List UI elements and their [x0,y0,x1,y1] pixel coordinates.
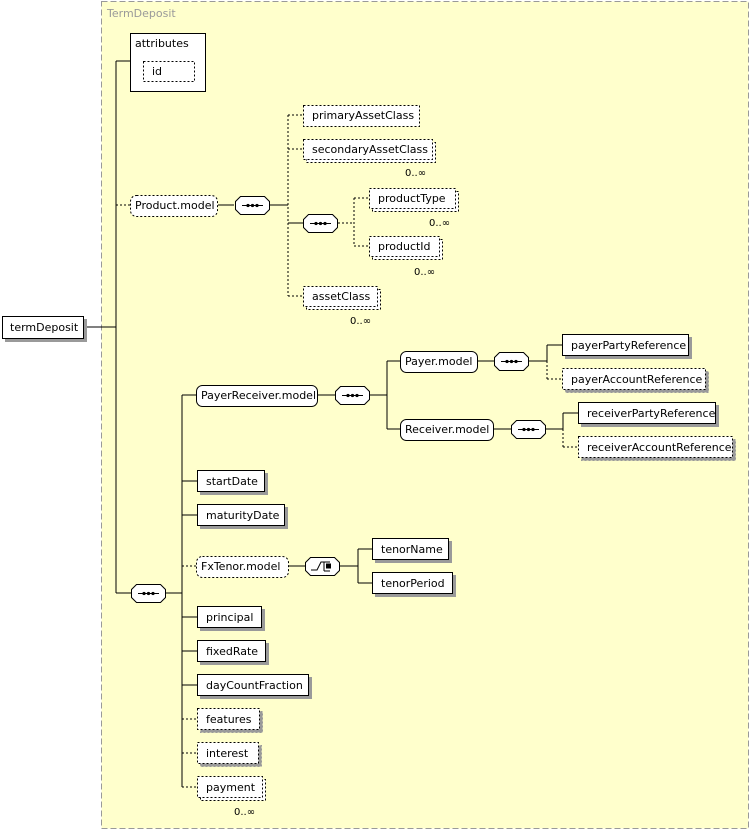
maturity-date-node[interactable] [197,504,285,526]
product-id-label: productId [378,240,431,253]
start-date-label: startDate [206,475,258,488]
features-node[interactable] [197,708,260,730]
payer-account-reference-node[interactable] [562,368,706,390]
interest-node[interactable] [197,742,259,764]
interest-label: interest [206,747,249,760]
product-model-sequence-icon [235,196,270,215]
features-label: features [206,713,252,726]
payer-party-reference-label: payerPartyReference [571,339,686,352]
product-model-label: Product.model [135,199,215,212]
attribute-id-label: id [152,65,162,78]
asset-class-label: assetClass [312,290,370,303]
start-date-node[interactable] [197,470,265,492]
payer-receiver-sequence-icon [335,386,370,405]
payer-receiver-model-label: PayerReceiver.model [201,389,316,402]
payer-account-reference-label: payerAccountReference [571,373,703,386]
fixed-rate-label: fixedRate [206,645,258,658]
tenor-name-label: tenorName [381,543,443,556]
payment-node[interactable] [197,776,263,798]
payer-party-reference-node[interactable] [562,334,689,356]
secondary-asset-class-node[interactable] [303,139,433,160]
payer-model-label: Payer.model [405,355,472,368]
connectors [84,60,578,787]
product-choice-sequence-icon [303,214,338,233]
receiver-model-label: Receiver.model [405,423,489,436]
primary-asset-class-label: primaryAssetClass [312,109,414,122]
receiver-account-reference-node[interactable] [578,436,733,458]
attribute-id-node[interactable] [143,61,195,82]
payer-receiver-model-node[interactable] [196,385,318,407]
receiver-model-node[interactable] [400,419,494,441]
term-deposit-node[interactable] [2,316,84,339]
receiver-sequence-icon [511,420,546,439]
payment-cardinality: 0..∞ [234,807,255,818]
product-id-node[interactable] [369,236,440,257]
fx-tenor-choice-icon [305,557,340,576]
attributes-title: attributes [135,37,189,50]
day-count-fraction-node[interactable] [197,674,309,696]
secondary-asset-class-cardinality: 0..∞ [405,168,426,179]
receiver-account-reference-label: receiverAccountReference [587,441,732,454]
tenor-name-node[interactable] [372,538,449,560]
fx-tenor-model-node[interactable] [196,556,289,578]
asset-class-node[interactable] [303,286,378,307]
payer-model-node[interactable] [400,351,478,373]
payer-sequence-icon [494,352,529,371]
secondary-asset-class-label: secondaryAssetClass [312,143,428,156]
fx-tenor-model-label: FxTenor.model [201,560,280,573]
tenor-period-node[interactable] [372,572,453,594]
product-model-node[interactable] [130,195,218,217]
product-id-cardinality: 0..∞ [414,267,435,278]
day-count-fraction-label: dayCountFraction [206,679,303,692]
tenor-period-label: tenorPeriod [381,577,445,590]
product-type-label: productType [378,192,446,205]
main-sequence-icon [131,584,166,603]
payment-label: payment [206,781,256,794]
term-deposit-label: termDeposit [10,321,79,334]
fixed-rate-node[interactable] [197,640,266,662]
asset-class-cardinality: 0..∞ [350,316,371,327]
product-type-node[interactable] [369,188,456,209]
principal-node[interactable] [197,606,262,628]
optional-connectors [116,114,578,788]
receiver-party-reference-label: receiverPartyReference [587,407,716,420]
receiver-party-reference-node[interactable] [578,402,716,424]
primary-asset-class-node[interactable] [303,105,420,127]
principal-label: principal [206,611,253,624]
product-type-cardinality: 0..∞ [429,218,450,229]
maturity-date-label: maturityDate [206,509,280,522]
group-label: TermDeposit [106,7,176,20]
